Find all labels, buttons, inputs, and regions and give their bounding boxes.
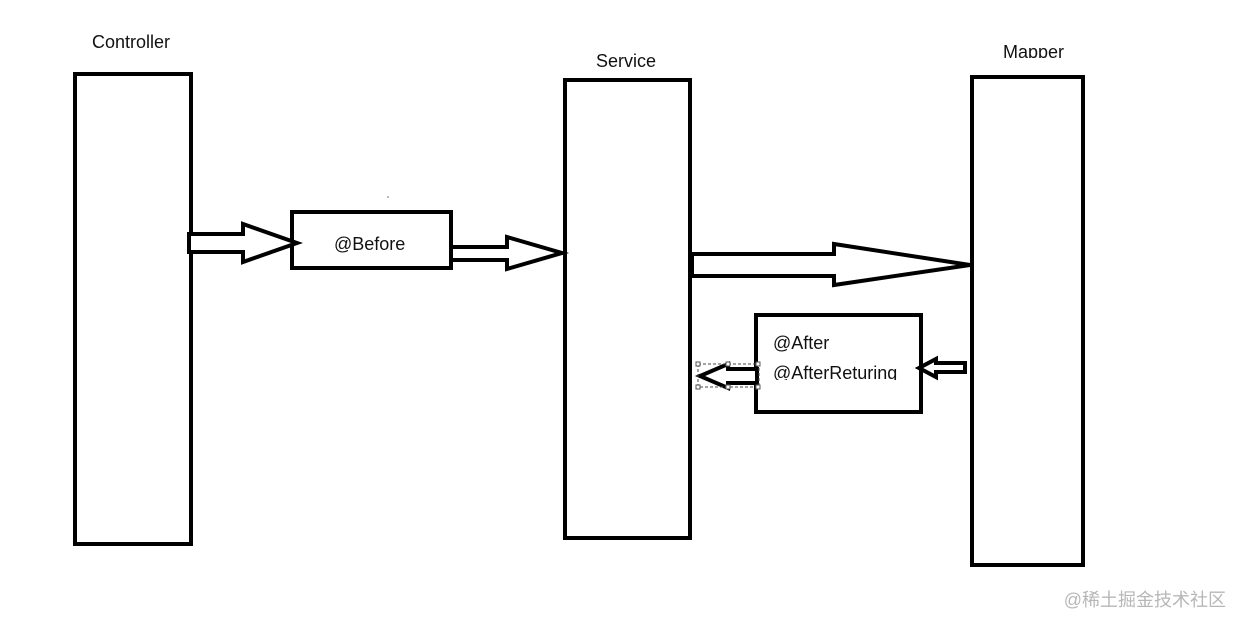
- selection-handle: [695, 384, 701, 390]
- selection-handle: [755, 384, 761, 390]
- selection-handle: [755, 361, 761, 367]
- controller-label: Controller: [92, 32, 171, 52]
- mapper-label-clip: Mapper: [1003, 41, 1083, 58]
- selection-handle: [725, 384, 731, 390]
- mapper-label: Mapper: [1003, 42, 1065, 58]
- after-returning-label: @AfterReturing: [773, 364, 898, 380]
- selection-handle: [695, 361, 701, 367]
- after-label: @After: [773, 333, 830, 353]
- before-to-service-arrow: [449, 234, 570, 272]
- selection-handle: [725, 361, 731, 367]
- mapper-to-after-arrow: [914, 355, 967, 381]
- service-label: Service: [596, 51, 657, 71]
- after-returning-label-clip: @AfterReturing: [773, 364, 913, 380]
- service-box: [563, 78, 692, 540]
- stray-dot: [387, 196, 389, 198]
- watermark: @稀土掘金技术社区: [1063, 590, 1226, 610]
- controller-box: [73, 72, 193, 546]
- after-to-service-arrow: [694, 360, 759, 392]
- mapper-box: [970, 75, 1085, 567]
- controller-to-before-arrow: [187, 221, 304, 265]
- before-label: @Before: [334, 234, 406, 254]
- service-to-mapper-arrow: [690, 241, 971, 288]
